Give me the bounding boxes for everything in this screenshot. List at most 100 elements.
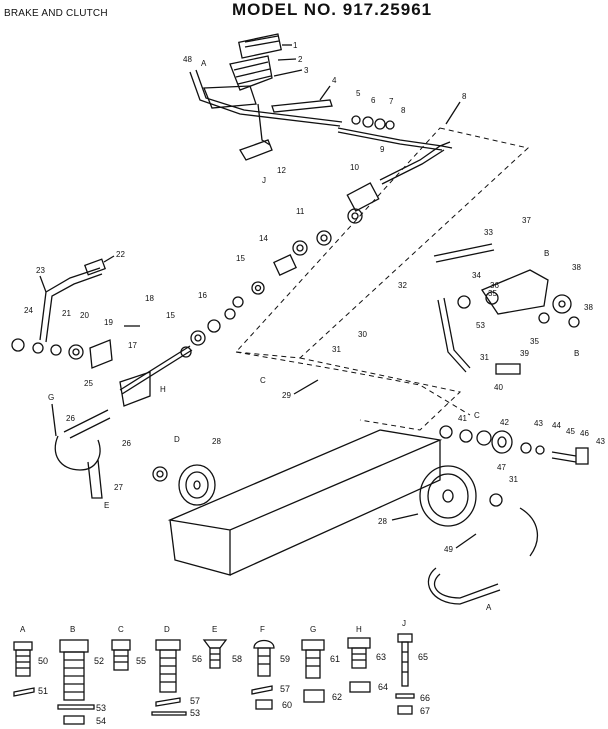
svg-text:29: 29	[282, 391, 291, 400]
hardware-group-d: D 57 53	[151, 625, 200, 718]
svg-text:H: H	[356, 625, 362, 634]
svg-text:39: 39	[520, 349, 529, 358]
svg-text:54: 54	[96, 716, 106, 726]
svg-text:11: 11	[296, 207, 305, 216]
axle-washers	[119, 230, 332, 395]
callout: 44	[552, 421, 561, 430]
frame-outline	[167, 127, 530, 576]
svg-text:H: H	[160, 385, 166, 394]
callout: 8	[445, 92, 467, 125]
svg-text:51: 51	[38, 686, 48, 696]
svg-text:J: J	[262, 176, 266, 185]
callout: 9	[380, 145, 385, 154]
svg-text:43: 43	[534, 419, 543, 428]
svg-text:57: 57	[190, 696, 200, 706]
svg-text:21: 21	[62, 309, 71, 318]
svg-text:17: 17	[128, 341, 137, 350]
callout: 29	[282, 379, 319, 400]
callout: 38	[584, 303, 593, 312]
svg-text:36: 36	[490, 281, 499, 290]
model-title: MODEL NO. 917.25961	[232, 0, 433, 19]
callout: 25	[84, 379, 93, 388]
callout: 8	[401, 106, 406, 115]
callout: 17	[128, 341, 137, 350]
svg-text:23: 23	[36, 266, 45, 275]
callout: 1	[282, 41, 298, 50]
svg-text:35: 35	[488, 289, 497, 298]
callout: 7	[389, 97, 394, 106]
svg-text:63: 63	[376, 652, 386, 662]
callout: 19	[104, 318, 113, 327]
callout: 38	[572, 263, 581, 272]
svg-text:16: 16	[198, 291, 207, 300]
callout: H	[160, 385, 166, 394]
svg-text:30: 30	[358, 330, 367, 339]
callout: 31	[509, 475, 518, 484]
svg-text:50: 50	[38, 656, 48, 666]
callout: 6	[371, 96, 376, 105]
svg-text:58: 58	[232, 654, 242, 664]
svg-text:F: F	[260, 625, 265, 634]
svg-text:65: 65	[418, 652, 428, 662]
svg-text:31: 31	[332, 345, 341, 354]
callout: 28	[212, 437, 221, 446]
callout: 39	[520, 349, 529, 358]
callout: 53	[476, 321, 485, 330]
callout: B	[574, 349, 579, 358]
svg-text:47: 47	[497, 463, 506, 472]
callout: 24	[24, 306, 33, 315]
svg-text:20: 20	[80, 311, 89, 320]
svg-text:62: 62	[332, 692, 342, 702]
svg-text:49: 49	[444, 545, 453, 554]
svg-text:28: 28	[378, 517, 387, 526]
callout-labels: 1 2 3 4 5 6 7 8 8 9 10 11 12 J 14 15 15 …	[24, 41, 605, 612]
callout: 11	[296, 207, 305, 216]
hardware-group-b: B 52 53 54	[57, 625, 106, 726]
svg-text:4: 4	[332, 76, 337, 85]
callout: 36	[490, 281, 499, 290]
callout: 28	[378, 513, 419, 526]
svg-text:18: 18	[145, 294, 154, 303]
pulleys	[152, 464, 503, 527]
svg-text:J: J	[402, 619, 406, 628]
svg-text:31: 31	[509, 475, 518, 484]
svg-text:56: 56	[192, 654, 202, 664]
svg-text:40: 40	[494, 383, 503, 392]
callout: 31	[480, 353, 489, 362]
svg-text:B: B	[574, 349, 579, 358]
svg-text:26: 26	[66, 414, 75, 423]
callout: 10	[350, 163, 359, 172]
callout: C	[474, 411, 480, 420]
svg-text:53: 53	[96, 703, 106, 713]
callout: 2	[277, 55, 303, 64]
svg-text:C: C	[474, 411, 480, 420]
svg-text:G: G	[48, 393, 54, 402]
svg-text:B: B	[70, 625, 75, 634]
svg-text:60: 60	[282, 700, 292, 710]
svg-text:38: 38	[572, 263, 581, 272]
svg-text:25: 25	[84, 379, 93, 388]
callout: 4	[319, 76, 337, 101]
hardware-legend: A 50 51 B 52 53 54 C	[13, 619, 430, 726]
callout: 5	[356, 89, 361, 98]
svg-text:44: 44	[552, 421, 561, 430]
hardware-group-c: C 55	[111, 625, 146, 671]
callout: 30	[358, 330, 367, 339]
callout: 21	[62, 309, 71, 318]
svg-text:1: 1	[293, 41, 298, 50]
svg-text:D: D	[164, 625, 170, 634]
callout: 14	[259, 234, 268, 243]
svg-text:7: 7	[389, 97, 394, 106]
svg-text:9: 9	[380, 145, 385, 154]
svg-text:E: E	[212, 625, 217, 634]
svg-text:43: 43	[596, 437, 605, 446]
svg-text:G: G	[310, 625, 316, 634]
callout: 26	[122, 439, 131, 448]
callout: 20	[80, 311, 89, 320]
svg-text:33: 33	[484, 228, 493, 237]
hardware-group-a: A 50 51	[13, 625, 48, 697]
svg-text:34: 34	[472, 271, 481, 280]
callout: 32	[398, 281, 407, 290]
svg-text:E: E	[104, 501, 109, 510]
